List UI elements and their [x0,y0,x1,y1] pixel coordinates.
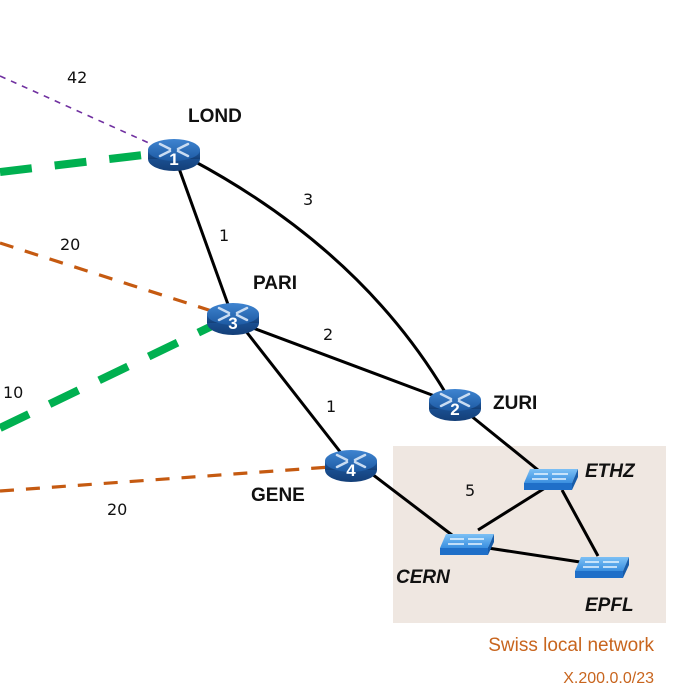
link-ethz-epfl [560,489,600,557]
router-number: 4 [346,461,356,480]
router-arrows-icon [335,453,367,469]
switch-label-epfl: EPFL [585,595,634,616]
switch-arrows-icon [448,538,484,545]
external-link-pari-orange [0,241,216,314]
external-link-lond-green [0,149,161,176]
switch-ethz[interactable] [524,469,578,490]
link-gene-cern [371,472,453,537]
link-lond-zuri [191,158,447,393]
weight-pari-zuri: 2 [323,325,333,344]
router-number: 1 [169,150,178,169]
router-arrows-icon [158,142,190,158]
external-link-gene-orange [0,465,331,493]
switch-epfl[interactable] [575,557,629,578]
link-lond-pari [174,159,232,311]
router-label-zuri: ZURI [493,393,537,414]
router-pari[interactable]: 3 [207,303,259,335]
router-label-lond: LOND [188,106,242,127]
router-number: 2 [450,400,459,419]
switch-arrows-icon [532,473,568,480]
switch-label-cern: CERN [396,567,451,588]
router-gene[interactable]: 4 [325,450,377,482]
router-lond[interactable]: 1 [148,139,200,171]
router-label-gene: GENE [251,485,305,506]
link-zuri-ethz [469,413,539,472]
router-zuri[interactable]: 2 [429,389,481,421]
link-pari-zuri [244,323,441,400]
weight-external-pari-green: 10 [3,383,23,402]
switch-arrows-icon [583,561,619,568]
weight-external-gene-orange: 20 [107,500,127,519]
router-number: 3 [228,314,237,333]
router-label-pari: PARI [253,273,297,294]
link-pari-gene [243,329,347,459]
local-network-title: Swiss local network [488,635,654,656]
external-link-pari-green [0,322,214,432]
weight-pari-gene: 1 [326,397,336,416]
switch-cern[interactable] [440,534,494,555]
switch-label-ethz: ETHZ [585,461,636,482]
weight-external-lond-purple: 42 [67,68,87,87]
router-arrows-icon [217,306,249,322]
external-link-lond-purple [0,75,161,149]
link-cern-epfl [487,546,581,564]
weight-lond-pari: 1 [219,226,229,245]
weight-lond-zuri: 3 [303,190,313,209]
link-cern-ethz [477,486,546,532]
weight-external-pari-orange: 20 [60,235,80,254]
local-network-prefix: X.200.0.0/23 [563,670,654,687]
router-arrows-icon [439,392,471,408]
weight-cern-ethz: 5 [465,481,475,500]
